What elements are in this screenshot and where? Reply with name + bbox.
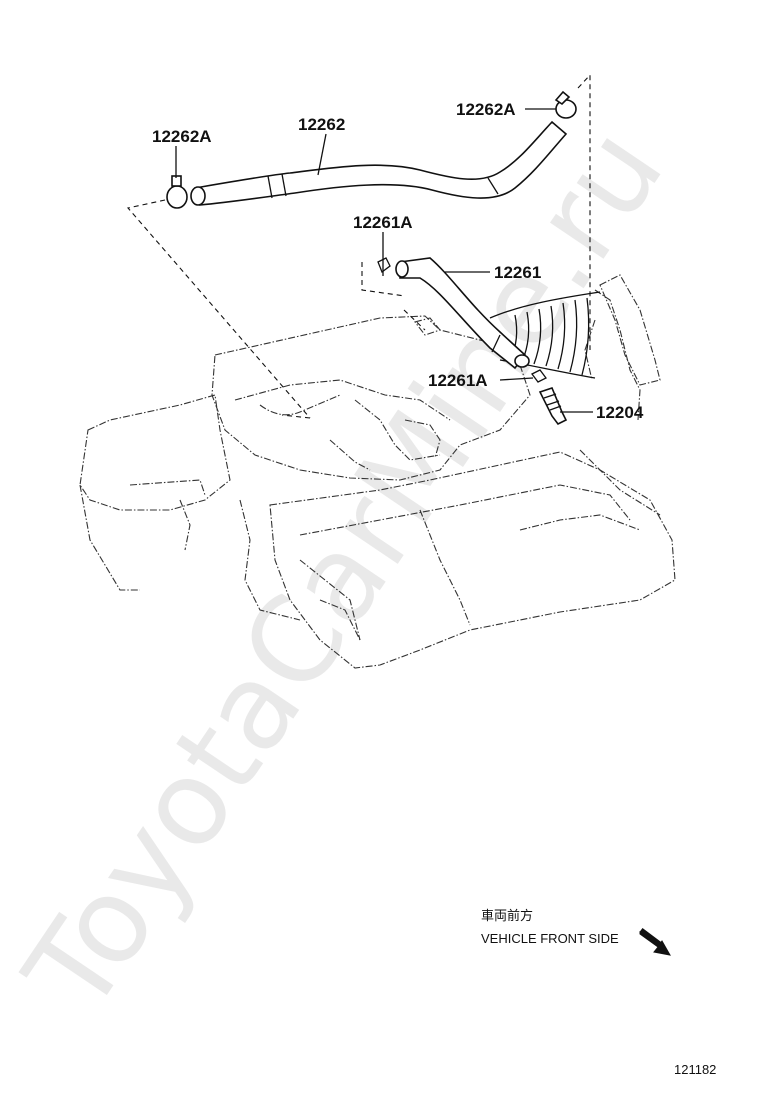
label-12262: 12262	[298, 115, 345, 134]
watermark-text: ToyotaCarMine.ru	[0, 104, 690, 1037]
label-12204: 12204	[596, 403, 644, 422]
direction-note-english: VEHICLE FRONT SIDE	[481, 931, 619, 946]
label-12261: 12261	[494, 263, 541, 282]
label-12261a-top: 12261A	[353, 213, 413, 232]
direction-arrow-icon	[639, 928, 671, 956]
pcv-valve-12204	[538, 387, 568, 426]
hose-12262	[190, 120, 568, 206]
figure-number: 121182	[674, 1062, 716, 1077]
label-12261a-lower: 12261A	[428, 371, 488, 390]
clip-12261a-lower	[531, 369, 547, 383]
engine-outline	[79, 274, 676, 669]
clip-12261a-top	[377, 255, 391, 276]
intake-duct	[489, 291, 601, 379]
label-12262a-left: 12262A	[152, 127, 212, 146]
routing-lines	[126, 73, 591, 419]
label-12262a-right: 12262A	[456, 100, 516, 119]
clip-12262a-left	[166, 175, 188, 209]
hose-12261	[395, 257, 530, 370]
leader-lines	[175, 108, 593, 413]
direction-note-japanese: 車両前方	[481, 908, 533, 923]
clip-12262a-right	[554, 90, 577, 119]
